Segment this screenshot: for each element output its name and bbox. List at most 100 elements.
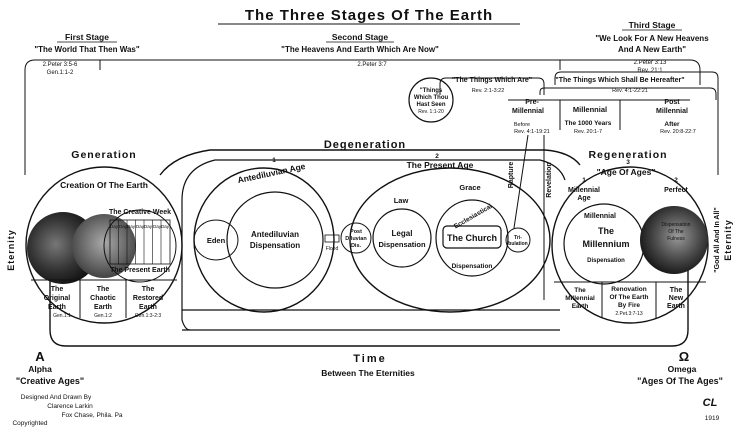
renovation-l2: Of The Earth bbox=[609, 294, 648, 301]
time-label: Time bbox=[353, 353, 386, 365]
chaotic-l3: Earth bbox=[94, 304, 112, 311]
day-3: Day bbox=[127, 224, 136, 229]
post-diluvian-l1: Post bbox=[350, 229, 362, 235]
first-stage-ref-2: Gen.1:1-2 bbox=[47, 70, 74, 76]
things-seen-l3: Hast Seen bbox=[416, 102, 445, 108]
renovation-l1: Renovation bbox=[611, 286, 646, 293]
church-box bbox=[442, 225, 502, 249]
new-earth-l2: New bbox=[669, 295, 684, 302]
age-of-ages: "Age Of Ages" bbox=[597, 167, 656, 177]
day-6: Day bbox=[153, 224, 162, 229]
credits-l1: Designed And Drawn By bbox=[21, 394, 92, 401]
post-diluvian-l2: Diluvian bbox=[345, 236, 367, 242]
diagram-title: The Three Stages Of The Earth bbox=[245, 7, 493, 24]
perfect-num: 2 bbox=[674, 177, 678, 184]
first-stage-ref-1: 2.Peter 3:5-6 bbox=[43, 62, 78, 68]
chaotic-ref: Gen.1:2 bbox=[94, 313, 112, 319]
things-seen-l2: Which Thou bbox=[414, 95, 449, 101]
creative-days: Day Day Day Day Day Day Day bbox=[109, 219, 171, 265]
alpha-block: A Alpha "Creative Ages" bbox=[16, 349, 84, 386]
eternity-left: Eternity bbox=[6, 229, 16, 271]
creative-week: The Creative Week bbox=[109, 209, 171, 216]
things-seen-circle: "Things Which Thou Hast Seen Rev. 1:1-20 bbox=[408, 77, 454, 123]
law-label: Law bbox=[394, 196, 409, 205]
restored-globe bbox=[103, 209, 177, 283]
original-l3: Earth bbox=[48, 304, 66, 311]
renovation-l3: By Fire bbox=[618, 302, 640, 309]
dispensation-label: Dispensation bbox=[452, 263, 493, 270]
god-all-in-all: "God All And In All" bbox=[714, 207, 721, 272]
day-5: Day bbox=[144, 224, 153, 229]
pre-millennial-l2: Millennial bbox=[512, 108, 544, 115]
present-age-label: The Present Age bbox=[407, 160, 474, 170]
original-ref: Gen.1:1 bbox=[53, 313, 71, 319]
flood-ark-icon bbox=[324, 234, 340, 243]
age-num-1: 1 bbox=[272, 157, 276, 164]
day-7: Day bbox=[161, 224, 170, 229]
original-l2: Original bbox=[44, 295, 71, 302]
millennial-age-num: 1 bbox=[582, 177, 586, 184]
millennial-label: Millennial bbox=[573, 105, 607, 114]
the-millennium-2: Millennium bbox=[583, 239, 630, 249]
post-millennial-l2: Millennial bbox=[656, 108, 688, 115]
original-l1: The bbox=[51, 286, 64, 293]
rapture-line bbox=[513, 134, 529, 229]
day-1: Day bbox=[110, 224, 119, 229]
fulness-l3: Fulness bbox=[667, 236, 685, 242]
millennial-earth-l3: Earth bbox=[572, 303, 589, 310]
tribulation-l2: bulation bbox=[508, 241, 527, 247]
flood-label: Flood bbox=[326, 246, 339, 252]
day-4: Day bbox=[136, 224, 145, 229]
pre-millennial-l1: Pre- bbox=[525, 99, 539, 106]
degeneration-title: Degeneration bbox=[324, 139, 406, 151]
second-stage-ref: 2.Peter 3:7 bbox=[357, 62, 387, 68]
millennial-ref: Rev. 20:1-7 bbox=[574, 129, 602, 135]
post-millennial-after: After bbox=[664, 121, 680, 128]
third-stage-label: Third Stage bbox=[629, 20, 676, 30]
church-label: The Church bbox=[447, 233, 497, 243]
omega-sub: "Ages Of The Ages" bbox=[637, 376, 723, 386]
age-num-2: 2 bbox=[435, 153, 439, 160]
chaotic-l1: The bbox=[97, 286, 110, 293]
first-stage-name: "The World That Then Was" bbox=[34, 45, 140, 54]
millennial-earth-l2: Millennial bbox=[565, 295, 595, 302]
alpha-sub: "Creative Ages" bbox=[16, 376, 84, 386]
rapture-label: Rapture bbox=[508, 162, 515, 189]
legal-dispensation-1: Legal bbox=[392, 229, 413, 238]
fulness-l2: Of The bbox=[668, 229, 683, 235]
period-labels: Pre- Millennial Before Rev. 4:1-19:21 Mi… bbox=[512, 99, 696, 135]
millennial-earth-l1: The bbox=[574, 287, 586, 294]
generation-section: Generation Creation Of The Earth The Cre… bbox=[25, 149, 183, 324]
antediluvian-dispensation-2: Dispensation bbox=[250, 241, 300, 250]
restored-l1: The bbox=[142, 286, 155, 293]
third-stage-ref-1: 2.Peter 3:13 bbox=[634, 60, 667, 66]
year: 1919 bbox=[705, 415, 720, 422]
alpha-label: Alpha bbox=[28, 364, 52, 374]
restored-ref: Gen.1:3-2:3 bbox=[135, 313, 162, 319]
renovation-ref: 2.Pet.3:7-13 bbox=[615, 311, 642, 317]
second-stage-name: "The Heavens And Earth Which Are Now" bbox=[281, 45, 439, 54]
pre-millennial-before: Before bbox=[514, 122, 530, 128]
regen-dispensation: Dispensation bbox=[587, 258, 625, 264]
chaotic-l2: Chaotic bbox=[90, 295, 116, 302]
present-earth: The Present Earth bbox=[110, 267, 170, 274]
third-stage-header: Third Stage "We Look For A New Heavens A… bbox=[595, 20, 709, 74]
perfect-l1: Perfect bbox=[664, 187, 688, 194]
third-stage-name-1: "We Look For A New Heavens bbox=[595, 34, 709, 43]
pre-millennial-ref: Rev. 4:1-19:21 bbox=[514, 129, 550, 135]
millennial-age-l2: Age bbox=[577, 195, 590, 202]
top-brackets bbox=[24, 59, 719, 175]
eden-label: Eden bbox=[207, 236, 226, 245]
revelation-label: Revelation bbox=[546, 162, 553, 197]
millennial-age-l1: Millennial bbox=[568, 187, 600, 194]
third-stage-ref-2: Rev. 21:1 bbox=[637, 68, 663, 74]
antediluvian-dispensation-1: Antediluvian bbox=[251, 230, 299, 239]
tribulation-l1: Tri- bbox=[514, 235, 522, 241]
second-stage-header: Second Stage "The Heavens And Earth Whic… bbox=[281, 32, 439, 68]
between-eternities: Between The Eternities bbox=[321, 368, 415, 378]
alpha-symbol: A bbox=[35, 349, 45, 364]
things-which-are: "The Things Which Are" bbox=[452, 77, 532, 84]
post-millennial-l1: Post bbox=[664, 99, 680, 106]
present-age: 2 The Present Age Law Legal Dispensation… bbox=[349, 153, 551, 313]
new-earth-globe bbox=[640, 206, 708, 274]
